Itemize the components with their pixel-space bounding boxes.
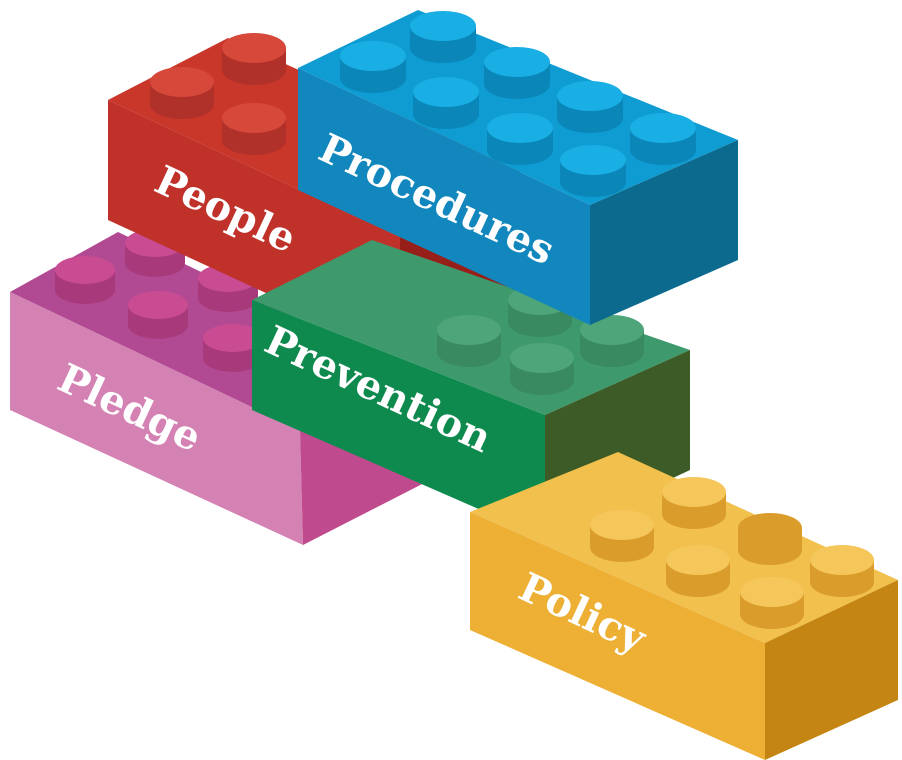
brick-policy: Policy (470, 452, 898, 760)
pledge-stud (198, 264, 258, 312)
people-stud (150, 67, 214, 119)
policy-stud (590, 510, 654, 562)
prevention-stud (437, 315, 501, 367)
procedures-stud (487, 113, 553, 165)
procedures-stud (560, 145, 626, 197)
policy-stud (738, 513, 802, 565)
prevention-stud (510, 343, 574, 395)
procedures-studs (340, 11, 696, 197)
pledge-front-face (10, 292, 303, 545)
brick-procedures: Procedures (298, 10, 738, 325)
prevention-front-face (252, 300, 545, 538)
policy-stud (662, 477, 726, 529)
procedures-stud (410, 11, 476, 63)
policy-stud (740, 577, 804, 629)
procedures-stud (413, 77, 479, 129)
pledge-stud (203, 324, 263, 372)
procedures-stud (557, 81, 623, 133)
people-stud (222, 33, 286, 85)
pledge-stud (55, 256, 115, 304)
policy-studs (590, 477, 874, 629)
procedures-side-face (590, 140, 738, 325)
policy-stud (666, 545, 730, 597)
procedures-stud (630, 113, 696, 165)
policy-stud (810, 545, 874, 597)
procedures-stud (484, 47, 550, 99)
people-studs (150, 33, 286, 155)
procedures-front-face (298, 68, 590, 325)
prevention-stud (580, 315, 644, 367)
people-stud (222, 103, 286, 155)
procedures-top-face (298, 10, 738, 205)
brick-prevention: Prevention (252, 240, 690, 538)
policy-front-face (470, 512, 765, 760)
pledge-stud (128, 291, 188, 339)
policy-side-face (765, 580, 898, 760)
procedures-stud (340, 41, 406, 93)
